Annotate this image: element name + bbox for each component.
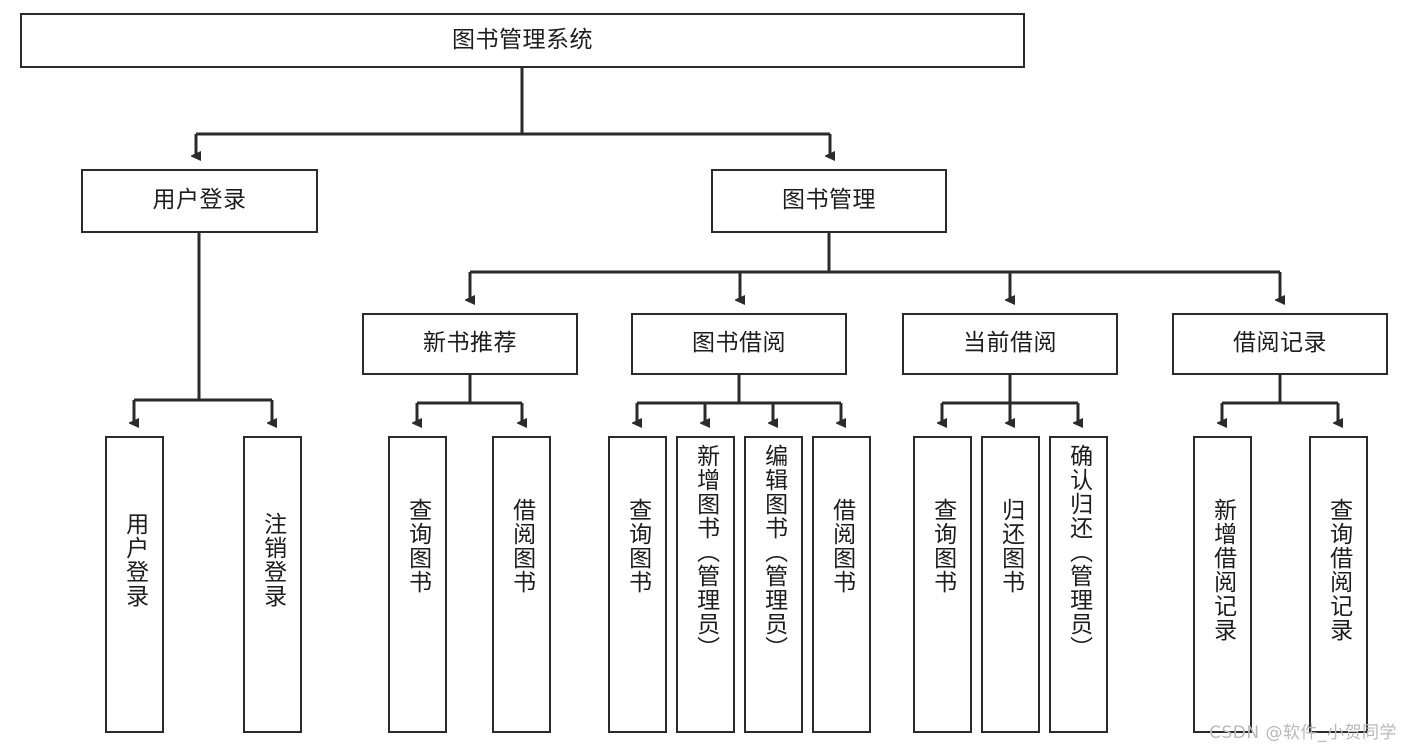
node-label: 图书管理系统 (452, 26, 593, 53)
node-label: 查询借阅记录 (1325, 498, 1352, 642)
node-label: 用户登录 (121, 512, 148, 608)
leaf-recommend-borrow-book[interactable]: 借阅图书 (492, 436, 551, 733)
node-label: 查询图书 (404, 498, 431, 594)
node-current-borrow[interactable]: 当前借阅 (902, 313, 1118, 375)
leaf-borrow-add-book-admin[interactable]: 新增图书（管理员） (676, 436, 735, 733)
leaf-user-login-login[interactable]: 用户登录 (105, 436, 164, 733)
csdn-watermark: CSDN @软件_小贺同学 (1209, 723, 1397, 743)
node-label: 编辑图书（管理员） (760, 444, 787, 660)
node-new-book-recommend[interactable]: 新书推荐 (362, 313, 578, 375)
node-book-borrow[interactable]: 图书借阅 (631, 313, 847, 375)
node-label: 图书管理 (782, 187, 876, 214)
node-label: 图书借阅 (692, 330, 786, 357)
node-root-system[interactable]: 图书管理系统 (20, 13, 1025, 68)
leaf-record-query-record[interactable]: 查询借阅记录 (1309, 436, 1368, 733)
node-label: 归还图书 (997, 498, 1024, 594)
leaf-borrow-edit-book-admin[interactable]: 编辑图书（管理员） (744, 436, 803, 733)
node-label: 新增图书（管理员） (692, 444, 719, 660)
node-label: 查询图书 (624, 498, 651, 594)
node-label: 查询图书 (929, 498, 956, 594)
node-label: 新书推荐 (423, 330, 517, 357)
leaf-recommend-query-book[interactable]: 查询图书 (388, 436, 447, 733)
node-label: 注销登录 (259, 512, 286, 608)
node-label: 借阅记录 (1233, 330, 1327, 357)
node-label: 用户登录 (152, 187, 247, 214)
node-label: 借阅图书 (828, 498, 855, 594)
node-user-login[interactable]: 用户登录 (81, 169, 318, 233)
leaf-borrow-borrow-book[interactable]: 借阅图书 (812, 436, 871, 733)
node-label: 确认归还（管理员） (1065, 444, 1092, 660)
leaf-current-confirm-return-admin[interactable]: 确认归还（管理员） (1049, 436, 1108, 733)
leaf-borrow-query-book[interactable]: 查询图书 (608, 436, 667, 733)
leaf-user-login-logout[interactable]: 注销登录 (243, 436, 302, 733)
leaf-current-query-book[interactable]: 查询图书 (913, 436, 972, 733)
node-label: 新增借阅记录 (1209, 498, 1236, 642)
node-borrow-record[interactable]: 借阅记录 (1172, 313, 1388, 375)
leaf-record-add-record[interactable]: 新增借阅记录 (1193, 436, 1252, 733)
leaf-current-return-book[interactable]: 归还图书 (981, 436, 1040, 733)
node-label: 借阅图书 (508, 498, 535, 594)
node-book-management[interactable]: 图书管理 (711, 169, 947, 233)
node-label: 当前借阅 (963, 330, 1057, 357)
